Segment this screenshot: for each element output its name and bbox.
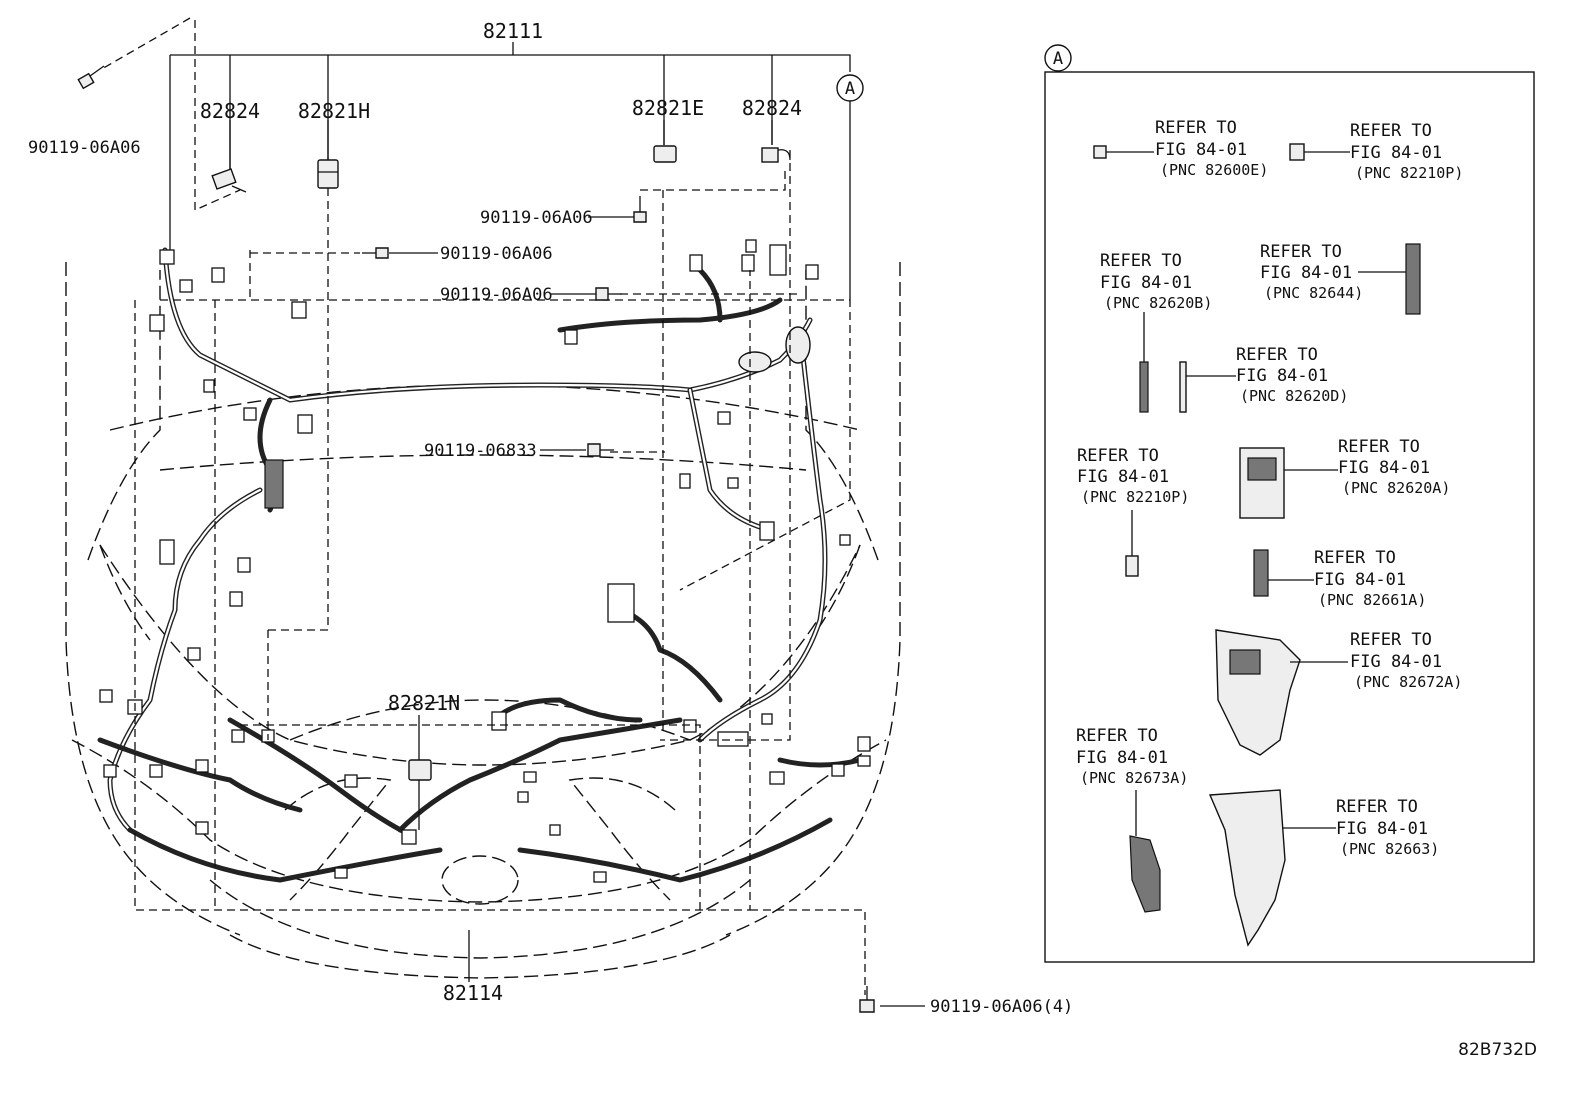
connector-82821E-icon — [653, 145, 677, 163]
label-82821H: 82821H — [298, 99, 370, 123]
svg-text:REFER TO: REFER TO — [1100, 251, 1182, 271]
bolt-label-5: 90119-06A06(4) — [930, 997, 1073, 1017]
ref-82620A: REFER TO FIG 84-01 (PNC 82620A) — [1338, 437, 1450, 497]
ref-82661A: REFER TO FIG 84-01 (PNC 82661A) — [1314, 548, 1426, 609]
label-82821E: 82821E — [632, 96, 704, 120]
bolt-label-1: 90119-06A06 — [480, 208, 593, 228]
bolt-icon-4 — [587, 443, 614, 457]
part-82210P-top-icon — [1289, 143, 1350, 161]
vehicle-body-outline — [65, 262, 901, 979]
svg-text:FIG 84-01: FIG 84-01 — [1350, 143, 1442, 163]
bolt-label-3: 90119-06A06 — [440, 285, 553, 305]
svg-text:FIG 84-01: FIG 84-01 — [1336, 819, 1428, 839]
bolt-label-4: 90119-06833 — [424, 441, 537, 461]
bolts — [77, 65, 875, 1013]
bolt-icon-3 — [595, 287, 622, 301]
svg-text:FIG 84-01: FIG 84-01 — [1100, 273, 1192, 293]
clamp-82824-right-icon — [761, 147, 791, 163]
callout-parts — [211, 145, 791, 781]
svg-text:REFER TO: REFER TO — [1155, 118, 1237, 138]
bolt-top-left-icon — [77, 65, 105, 90]
bolt-icon-5 — [859, 986, 875, 1013]
ref-82620B: REFER TO FIG 84-01 (PNC 82620B) — [1100, 251, 1212, 312]
svg-text:FIG 84-01: FIG 84-01 — [1076, 748, 1168, 768]
detail-view-a: A REFER TO FIG 84-01 — [1044, 44, 1535, 963]
engine-room-harness — [97, 247, 863, 883]
svg-text:REFER TO: REFER TO — [1236, 345, 1318, 365]
svg-text:REFER TO: REFER TO — [1350, 630, 1432, 650]
bolt-icon-2 — [362, 247, 389, 259]
view-marker-label: A — [845, 79, 855, 99]
svg-text:FIG 84-01: FIG 84-01 — [1314, 570, 1406, 590]
svg-text:FIG 84-01: FIG 84-01 — [1155, 140, 1247, 160]
ref-82620D: REFER TO FIG 84-01 (PNC 82620D) — [1236, 345, 1348, 405]
svg-text:FIG 84-01: FIG 84-01 — [1236, 366, 1328, 386]
clamp-82824-left-icon — [211, 168, 247, 193]
ref-82210P-lower: REFER TO FIG 84-01 (PNC 82210P) — [1077, 446, 1189, 506]
ref-82600E: REFER TO FIG 84-01 (PNC 82600E) — [1155, 118, 1268, 179]
bolt-label-top-left: 90119-06A06 — [28, 138, 141, 158]
bolt-icon-1 — [633, 196, 647, 223]
svg-text:REFER TO: REFER TO — [1336, 797, 1418, 817]
svg-text:REFER TO: REFER TO — [1350, 121, 1432, 141]
svg-text:(PNC 82210P): (PNC 82210P) — [1081, 488, 1189, 506]
svg-text:REFER TO: REFER TO — [1076, 726, 1158, 746]
ref-82644: REFER TO FIG 84-01 (PNC 82644) — [1260, 242, 1363, 302]
part-82663-icon — [1208, 789, 1336, 947]
ref-82673A: REFER TO FIG 84-01 (PNC 82673A) — [1076, 726, 1188, 787]
label-82111: 82111 — [483, 19, 543, 43]
ref-82663: REFER TO FIG 84-01 (PNC 82663) — [1336, 797, 1439, 858]
figure-code: 82B732D — [1458, 1040, 1537, 1060]
svg-text:(PNC 82673A): (PNC 82673A) — [1080, 769, 1188, 787]
connector-82821N-icon — [408, 759, 432, 781]
section-frames — [99, 17, 866, 995]
connector-82821H-icon — [317, 159, 339, 189]
svg-text:(PNC 82210P): (PNC 82210P) — [1355, 164, 1463, 182]
part-82620A-icon — [1239, 447, 1338, 519]
svg-text:(PNC 82672A): (PNC 82672A) — [1354, 673, 1462, 691]
part-82644-icon — [1358, 243, 1421, 315]
part-82661A-icon — [1253, 549, 1314, 597]
svg-text:FIG 84-01: FIG 84-01 — [1350, 652, 1442, 672]
bolt-label-2: 90119-06A06 — [440, 244, 553, 264]
svg-text:(PNC 82644): (PNC 82644) — [1264, 284, 1363, 302]
label-82821N: 82821N — [388, 691, 460, 715]
label-82114: 82114 — [443, 981, 503, 1005]
svg-text:(PNC 82620D): (PNC 82620D) — [1240, 387, 1348, 405]
callout-leaders — [169, 42, 925, 1007]
harness-connectors — [99, 239, 871, 883]
part-82672A-icon — [1215, 629, 1348, 756]
ref-82210P-top: REFER TO FIG 84-01 (PNC 82210P) — [1350, 121, 1463, 182]
ref-82672A: REFER TO FIG 84-01 (PNC 82672A) — [1350, 630, 1462, 691]
svg-text:FIG 84-01: FIG 84-01 — [1077, 467, 1169, 487]
label-82824-left: 82824 — [200, 99, 260, 123]
part-82600E-icon — [1093, 145, 1154, 159]
svg-text:FIG 84-01: FIG 84-01 — [1338, 458, 1430, 478]
svg-text:(PNC 82620A): (PNC 82620A) — [1342, 479, 1450, 497]
part-82210P-lower-icon — [1125, 510, 1139, 577]
view-marker-a: A — [836, 74, 864, 102]
svg-text:(PNC 82661A): (PNC 82661A) — [1318, 591, 1426, 609]
svg-text:REFER TO: REFER TO — [1260, 242, 1342, 262]
svg-text:FIG 84-01: FIG 84-01 — [1260, 263, 1352, 283]
part-82620B-icon — [1139, 312, 1149, 413]
label-82824-right: 82824 — [742, 96, 802, 120]
svg-text:(PNC 82620B): (PNC 82620B) — [1104, 294, 1212, 312]
part-82673A-icon — [1129, 790, 1161, 913]
svg-text:(PNC 82663): (PNC 82663) — [1340, 840, 1439, 858]
part-82620D-icon — [1179, 361, 1236, 413]
svg-text:REFER TO: REFER TO — [1338, 437, 1420, 457]
detail-marker-label: A — [1053, 49, 1063, 69]
svg-text:REFER TO: REFER TO — [1314, 548, 1396, 568]
svg-text:(PNC 82600E): (PNC 82600E) — [1160, 161, 1268, 179]
svg-text:REFER TO: REFER TO — [1077, 446, 1159, 466]
